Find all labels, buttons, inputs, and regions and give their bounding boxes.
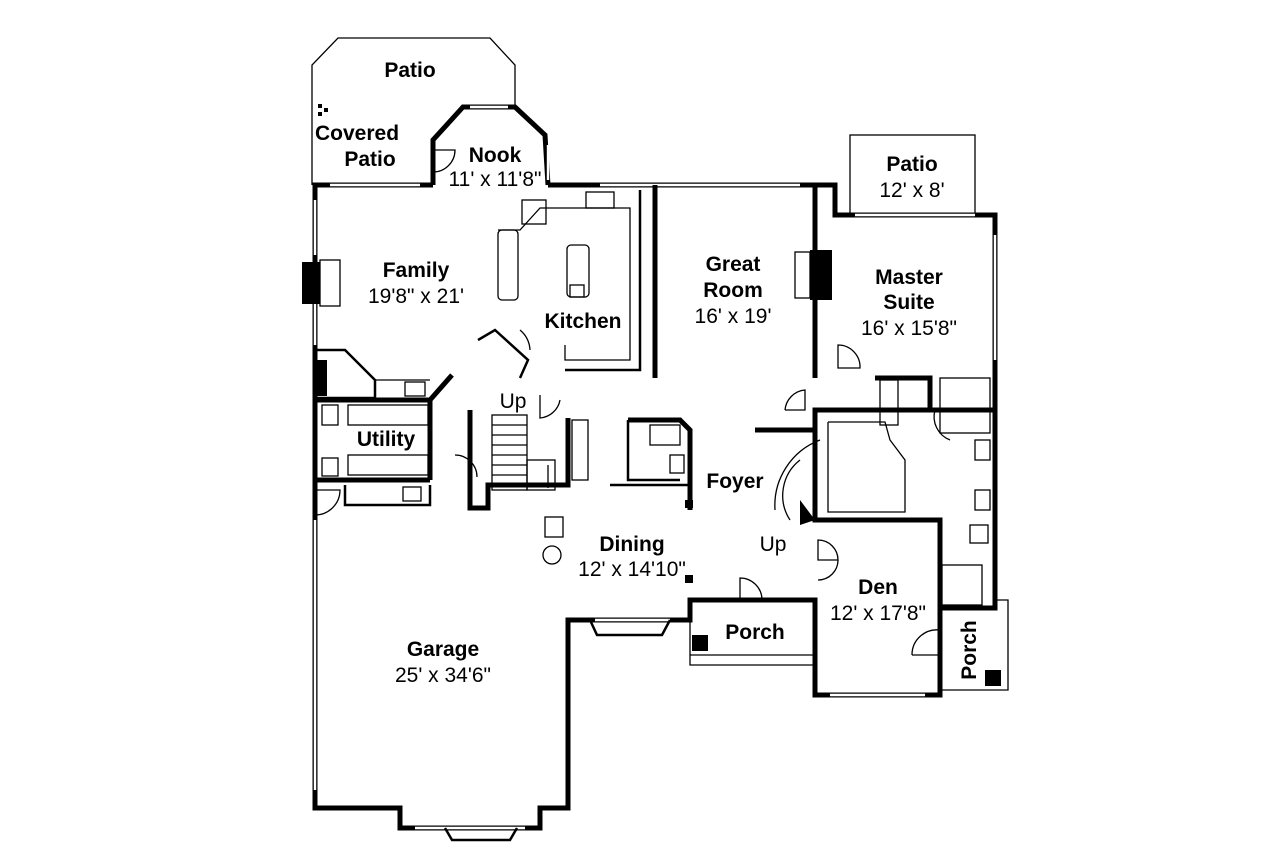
- label-stairs-up-back: Up: [500, 390, 527, 413]
- garage-bay: [443, 827, 519, 842]
- label-great-room-size: 16' x 19': [695, 305, 772, 328]
- patio-outline: [311, 37, 516, 185]
- label-master-suite-1: Master: [875, 266, 943, 289]
- post: [324, 108, 328, 112]
- shower: [939, 377, 991, 434]
- label-garage: Garage: [407, 638, 479, 661]
- label-covered-patio-1: Covered: [315, 122, 399, 145]
- label-family: Family: [383, 259, 450, 282]
- front-porch-outline: [689, 605, 815, 666]
- door-swing: [432, 149, 456, 173]
- label-dining: Dining: [599, 533, 664, 556]
- dining-bay: [588, 619, 672, 637]
- label-dining-size: 12' x 14'10": [578, 558, 686, 581]
- label-master-patio-size: 12' x 8': [879, 179, 944, 202]
- label-utility: Utility: [357, 428, 416, 451]
- label-great-room-1: Great: [706, 253, 761, 276]
- curved-stair: [774, 439, 821, 511]
- side-porch-outline: [940, 599, 1009, 691]
- column: [692, 635, 708, 651]
- post: [318, 104, 322, 108]
- label-nook-size: 11' x 11'8": [449, 168, 542, 191]
- label-front-porch: Porch: [725, 621, 785, 644]
- back-stairs: [491, 414, 556, 491]
- label-side-porch: Porch: [958, 620, 981, 680]
- label-master-suite-size: 16' x 15'8": [861, 317, 957, 340]
- label-master-patio: Patio: [886, 153, 937, 176]
- label-kitchen: Kitchen: [544, 310, 621, 333]
- column: [985, 670, 1001, 686]
- label-den-size: 12' x 17'8": [830, 602, 926, 625]
- label-family-size: 19'8" x 21': [368, 285, 464, 308]
- label-garage-size: 25' x 34'6": [395, 664, 491, 687]
- label-den: Den: [858, 576, 898, 599]
- label-nook: Nook: [469, 144, 522, 167]
- fireplace-family: [302, 262, 320, 304]
- label-covered-patio-2: Patio: [344, 148, 395, 171]
- label-master-suite-2: Suite: [883, 291, 934, 314]
- label-great-room-2: Room: [703, 279, 763, 302]
- label-foyer: Foyer: [706, 470, 763, 493]
- label-patio: Patio: [384, 59, 435, 82]
- post: [318, 112, 322, 116]
- kitchen-counter: [497, 229, 519, 301]
- label-stairs-up-front: Up: [760, 533, 787, 556]
